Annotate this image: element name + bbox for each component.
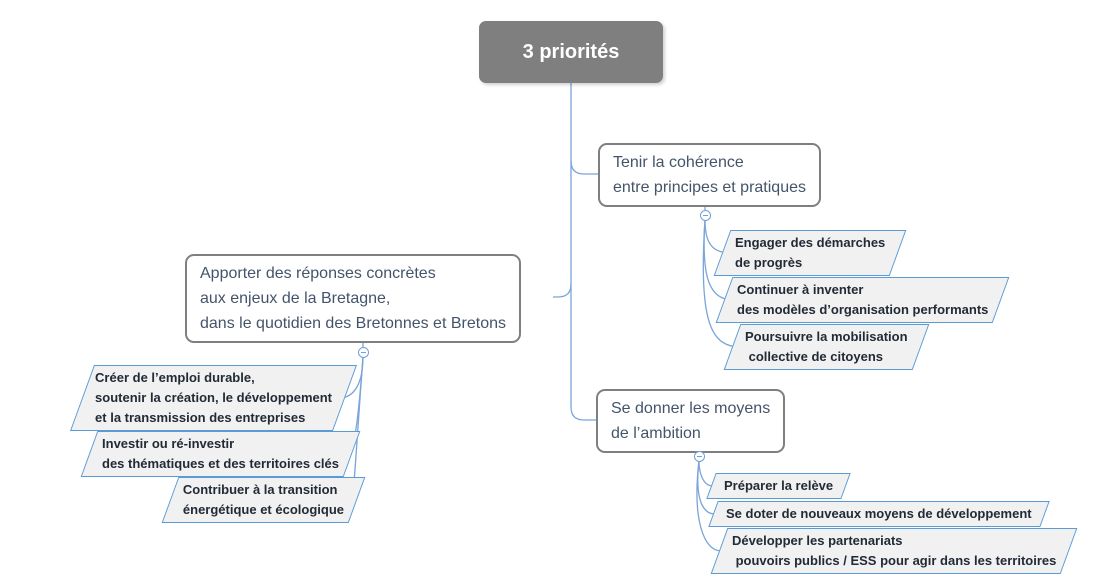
child-node-nouveaux-moyens[interactable]: Se doter de nouveaux moyens de développe… (708, 501, 1050, 527)
topic-node-coherence[interactable]: Tenir la cohérence entre principes et pr… (598, 143, 821, 207)
minus-icon (696, 455, 702, 457)
child-node-transition[interactable]: Contribuer à la transition énergétique e… (161, 477, 366, 523)
child-node-investir[interactable]: Investir ou ré-investir des thématiques … (80, 431, 361, 477)
root-node[interactable]: 3 priorités (479, 21, 663, 83)
collapse-toggle-coherence[interactable] (699, 209, 711, 221)
topic-node-moyens[interactable]: Se donner les moyens de l’ambition (596, 389, 786, 453)
minus-icon (702, 214, 708, 216)
child-node-partenariats[interactable]: Développer les partenariats pouvoirs pub… (710, 528, 1078, 574)
minus-icon (360, 351, 366, 353)
child-node-emploi[interactable]: Créer de l’emploi durable, soutenir la c… (70, 365, 358, 431)
connector-trunk (570, 83, 596, 421)
child-node-releve[interactable]: Préparer la relève (706, 473, 851, 499)
child-node-mobilisation[interactable]: Poursuivre la mobilisation collective de… (723, 324, 929, 370)
collapse-toggle-reponses[interactable] (357, 346, 369, 358)
connector-topic-1 (570, 160, 598, 175)
collapse-toggle-moyens[interactable] (693, 450, 705, 462)
topic-node-reponses[interactable]: Apporter des réponses concrètes aux enje… (185, 254, 521, 343)
child-node-modeles[interactable]: Continuer à inventer des modèles d’organ… (715, 277, 1010, 323)
child-node-demarches[interactable]: Engager des démarches de progrès (713, 230, 907, 276)
connector-topic-2 (553, 283, 572, 298)
